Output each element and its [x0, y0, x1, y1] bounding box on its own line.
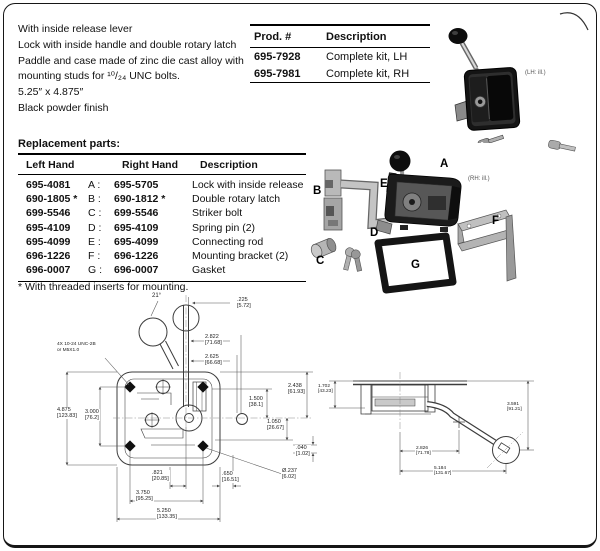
dim-label: 2.826[71.78] — [415, 446, 432, 457]
exploded-diagram: A B C D E F G (RH: ill.) — [300, 140, 600, 305]
part-description: Gasket — [192, 264, 226, 277]
col-header-right-hand: Right Hand — [122, 159, 178, 171]
part-letter: D : — [88, 221, 102, 234]
replacement-header: Left Hand Right Hand Description — [18, 155, 306, 175]
angle-label: 21° — [152, 293, 162, 299]
table-row: 695-7928 Complete kit, LH — [250, 48, 430, 65]
intro-line: Paddle and case made of zinc die cast al… — [18, 54, 244, 83]
part-number-right: 695-4099 — [114, 235, 159, 248]
page-curl-decoration — [559, 12, 589, 31]
part-letter: G : — [88, 264, 103, 277]
dim-label: 2.438[61.93] — [287, 383, 306, 396]
exploded-diagram-art — [310, 140, 576, 294]
dim-label: .225[5.72] — [236, 297, 252, 310]
dim-label: .821[20.85] — [151, 470, 170, 483]
dim-label: .650[16.51] — [221, 471, 240, 484]
col-header-prod: Prod. # — [254, 31, 292, 43]
intro-line: Lock with inside handle and double rotar… — [18, 38, 237, 51]
product-table-header: Prod. # Description — [250, 26, 430, 48]
part-description: Spring pin (2) — [192, 221, 256, 234]
intro-line: With inside release lever — [18, 23, 133, 35]
replacement-footnote: * With threaded inserts for mounting. — [18, 281, 189, 293]
part-label-b: B — [313, 185, 322, 197]
product-photo-art — [448, 28, 521, 143]
part-number-right: 695-5705 — [114, 179, 159, 191]
part-number-right: 695-4109 — [114, 221, 159, 234]
dim-label: 3.591[91.21] — [506, 402, 523, 413]
col-header-left-hand: Left Hand — [26, 159, 75, 171]
part-number-left: 690-1805 * — [26, 193, 78, 206]
prod-number: 695-7981 — [254, 68, 301, 80]
part-letter: A : — [88, 179, 101, 191]
part-label-g: G — [411, 259, 420, 271]
dim-label: Ø.237[6.02] — [281, 468, 298, 481]
dim-label: 2.625[66.68] — [204, 354, 223, 367]
part-label-a: A — [440, 158, 449, 170]
intro-text: With inside release lever Lock with insi… — [18, 22, 256, 117]
dim-label: 5.250[133.35] — [156, 508, 178, 521]
product-table: Prod. # Description 695-7928 Complete ki… — [250, 24, 430, 83]
table-row: 695-4099 E : 695-4099 Connecting rod — [18, 235, 306, 249]
part-number-right: 699-5546 — [114, 207, 159, 220]
dim-label: .040[1.02] — [295, 445, 311, 458]
part-number-right: 690-1812 * — [114, 193, 166, 206]
dim-label: 5.184[131.67] — [433, 466, 453, 477]
photo-caption: (LH: ill.) — [525, 70, 546, 76]
part-number-left: 696-1226 — [26, 250, 71, 263]
table-row: 695-7981 Complete kit, RH — [250, 65, 430, 82]
part-number-left: 695-4099 — [26, 235, 71, 248]
part-label-f: F — [492, 215, 500, 227]
part-number-left: 695-4109 — [26, 221, 71, 234]
dim-label: 3.750[95.25] — [135, 490, 154, 503]
side-view-drawing — [329, 372, 534, 475]
part-letter: F : — [88, 250, 101, 263]
part-number-left: 699-5546 — [26, 207, 71, 220]
table-row: 695-4081 A : 695-5705 Lock with inside r… — [18, 178, 306, 192]
front-view: 21° 4X 10-24 UNC-2B or M5X1.0 .225[5.72]… — [55, 293, 320, 550]
dim-label: 1.500[38.1] — [248, 396, 264, 409]
part-letter: C : — [88, 207, 102, 220]
dim-label: 1.050[26.67] — [266, 419, 285, 432]
side-view: 1.702[43.23] 3.591[91.21] 2.826[71.78] 5… — [315, 350, 600, 500]
dim-label: 3.000[76.2] — [84, 409, 100, 422]
replacement-rows: 695-4081 A : 695-5705 Lock with inside r… — [18, 178, 306, 281]
part-letter: E : — [88, 235, 101, 248]
table-row: 699-5546 C : 699-5546 Striker bolt — [18, 206, 306, 220]
dim-label: 4.875[123.83] — [56, 407, 78, 420]
table-row: 696-1226 F : 696-1226 Mounting bracket (… — [18, 249, 306, 263]
intro-line: Black powder finish — [18, 101, 109, 114]
prod-number: 695-7928 — [254, 51, 301, 63]
dim-label: 2.822[71.68] — [204, 334, 223, 347]
part-number-left: 695-4081 — [26, 179, 71, 191]
exploded-caption: (RH: ill.) — [468, 176, 490, 182]
part-letter: B : — [88, 193, 101, 206]
product-photo: (LH: ill.) — [430, 15, 600, 143]
intro-line: 5.25″ x 4.875″ — [18, 86, 84, 98]
col-header-description: Description — [200, 159, 258, 171]
prod-desc: Complete kit, RH — [326, 68, 410, 80]
part-description: Mounting bracket (2) — [192, 250, 289, 263]
thread-note: 4X 10-24 UNC-2B or M5X1.0 — [57, 342, 96, 354]
dim-label: 1.702[43.23] — [317, 384, 334, 395]
part-description: Lock with inside release — [192, 179, 304, 191]
part-label-d: D — [370, 227, 379, 239]
replacement-title: Replacement parts: — [18, 138, 121, 150]
prod-desc: Complete kit, LH — [326, 51, 408, 63]
table-row: 695-4109 D : 695-4109 Spring pin (2) — [18, 221, 306, 235]
part-description: Connecting rod — [192, 235, 264, 248]
part-label-c: C — [316, 255, 325, 267]
part-description: Double rotary latch — [192, 193, 281, 206]
part-label-e: E — [380, 178, 388, 190]
part-number-left: 696-0007 — [26, 264, 71, 277]
col-header-desc: Description — [326, 31, 387, 43]
part-description: Striker bolt — [192, 207, 243, 220]
table-row: 690-1805 * B : 690-1812 * Double rotary … — [18, 192, 306, 206]
part-number-right: 696-0007 — [114, 264, 159, 277]
replacement-table: Left Hand Right Hand Description 695-408… — [18, 153, 306, 283]
table-row: 696-0007 G : 696-0007 Gasket — [18, 263, 306, 277]
part-number-right: 696-1226 — [114, 250, 159, 263]
front-view-drawing — [65, 295, 317, 522]
